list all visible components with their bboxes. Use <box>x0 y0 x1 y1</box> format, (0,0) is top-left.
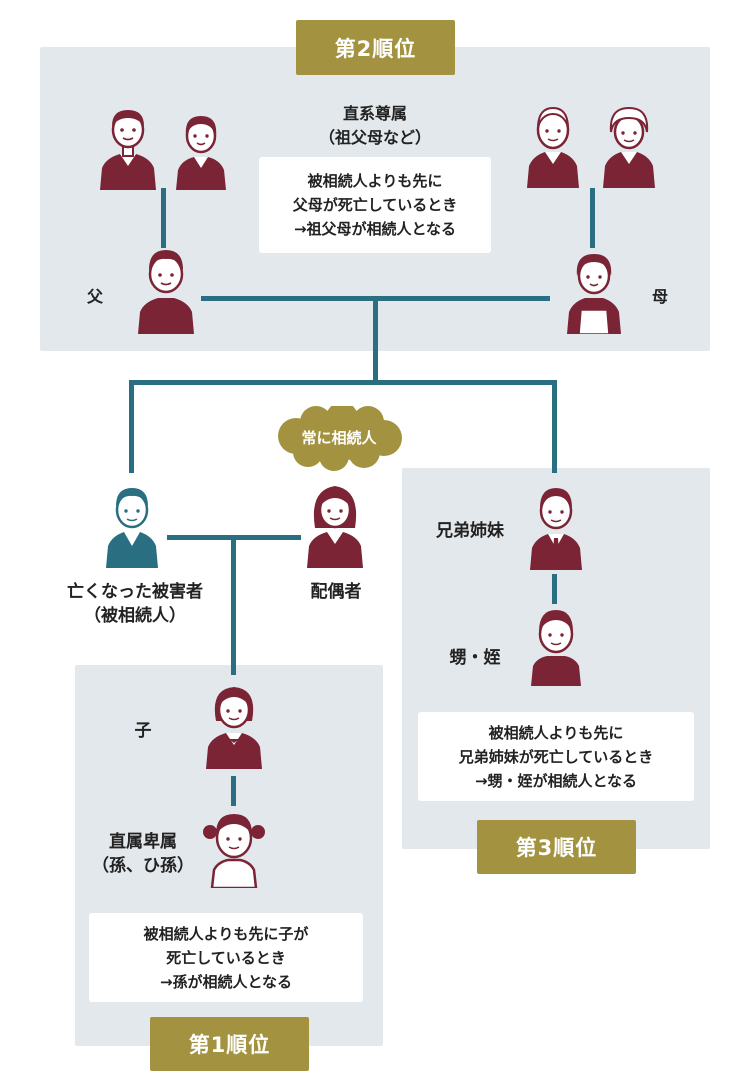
connector-siblings-bar <box>129 380 557 385</box>
connector-child-grandchild <box>231 776 236 806</box>
deceased-label: 亡くなった被害者 （被相続人） <box>40 580 230 628</box>
grandchild-icon <box>198 806 270 888</box>
always-heir-label: 常に相続人 <box>301 429 377 447</box>
third-order-badge: 第3順位 <box>477 820 636 874</box>
deceased-icon <box>104 484 160 568</box>
lineal-descendant-line2: （孫、ひ孫） <box>92 856 194 876</box>
first-note-line3: →孫が相続人となる <box>159 972 293 991</box>
grandfather-icon <box>98 106 158 190</box>
lineal-descendant-line1: 直属卑属 <box>109 832 177 852</box>
father-icon <box>136 246 196 334</box>
child-label: 子 <box>134 721 152 741</box>
elder-grandfather-icon <box>525 104 581 188</box>
second-order-badge: 第2順位 <box>296 20 455 75</box>
third-note-line3: →甥・姪が相続人となる <box>474 771 638 790</box>
first-order-note: 被相続人よりも先に子が 死亡しているとき →孫が相続人となる <box>89 913 363 1002</box>
always-heir-cloud: 常に相続人 <box>272 402 406 476</box>
connector-grandma-mother <box>590 188 595 248</box>
first-note-line2: 死亡しているとき <box>166 948 286 967</box>
third-note-line2: 兄弟姉妹が死亡しているとき <box>458 747 654 766</box>
lineal-descendant-label: 直属卑属 （孫、ひ孫） <box>78 830 208 878</box>
lineal-ascendant-line1: 直系尊属 <box>342 104 407 123</box>
connector-sibling-nephew <box>552 574 557 604</box>
deceased-label-line2: （被相続人） <box>84 606 186 626</box>
deceased-label-line1: 亡くなった被害者 <box>67 582 203 602</box>
nephew-niece-label: 甥・姪 <box>449 648 501 668</box>
third-order-note: 被相続人よりも先に 兄弟姉妹が死亡しているとき →甥・姪が相続人となる <box>418 712 694 801</box>
sibling-icon <box>528 484 584 570</box>
first-note-line1: 被相続人よりも先に子が <box>143 924 309 943</box>
mother-label: 母 <box>651 287 668 306</box>
connector-to-siblings <box>552 380 557 473</box>
lineal-ascendant-title: 直系尊属 （祖父母など） <box>300 102 450 150</box>
father-label: 父 <box>86 287 103 306</box>
second-note-line3: →祖父母が相続人となる <box>293 220 457 238</box>
connector-parents-down <box>373 296 378 385</box>
second-order-note: 被相続人よりも先に 父母が死亡しているとき →祖父母が相続人となる <box>259 157 491 253</box>
siblings-label: 兄弟姉妹 <box>436 521 504 541</box>
grandmother-icon <box>174 112 228 190</box>
first-order-badge: 第1順位 <box>150 1017 309 1071</box>
child-icon <box>204 681 264 769</box>
connector-grandpa-father <box>161 188 166 248</box>
spouse-label: 配偶者 <box>310 582 362 602</box>
second-note-line2: 父母が死亡しているとき <box>292 196 458 214</box>
mother-icon <box>565 250 623 334</box>
third-note-line1: 被相続人よりも先に <box>488 723 624 742</box>
connector-to-child <box>231 535 236 675</box>
lineal-ascendant-line2: （祖父母など） <box>318 128 431 147</box>
elder-grandmother-icon <box>601 104 657 188</box>
second-note-line1: 被相続人よりも先に <box>307 172 443 190</box>
spouse-icon <box>305 480 365 568</box>
connector-to-deceased <box>129 380 134 473</box>
nephew-icon <box>529 604 583 686</box>
